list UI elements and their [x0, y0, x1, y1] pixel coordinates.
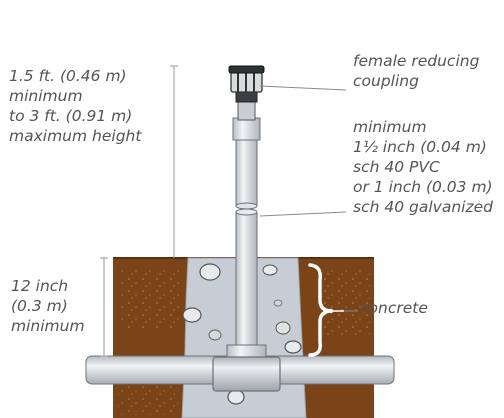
depth-label: 12 inch (0.3 m) minimum — [11, 277, 85, 335]
coupling-label: female reducing coupling — [353, 52, 480, 90]
depth-dimension-line — [100, 257, 108, 357]
tee-fitting — [212, 344, 281, 392]
pipe-leader-line — [259, 211, 347, 217]
height-range-label: 1.5 ft. (0.46 m) minimum to 3 ft. (0.91 … — [9, 67, 142, 145]
female-reducing-coupling — [228, 65, 265, 121]
vertical-pipe-upper — [232, 117, 261, 210]
coupling-leader-line — [259, 85, 347, 91]
concrete-label: concrete — [360, 299, 428, 317]
vertical-pipe-lower — [235, 208, 258, 361]
concrete-brace — [308, 263, 358, 357]
height-dimension-line — [170, 65, 178, 258]
pipe-spec-label: minimum 1½ inch (0.04 m) sch 40 PVC or 1… — [353, 118, 493, 216]
